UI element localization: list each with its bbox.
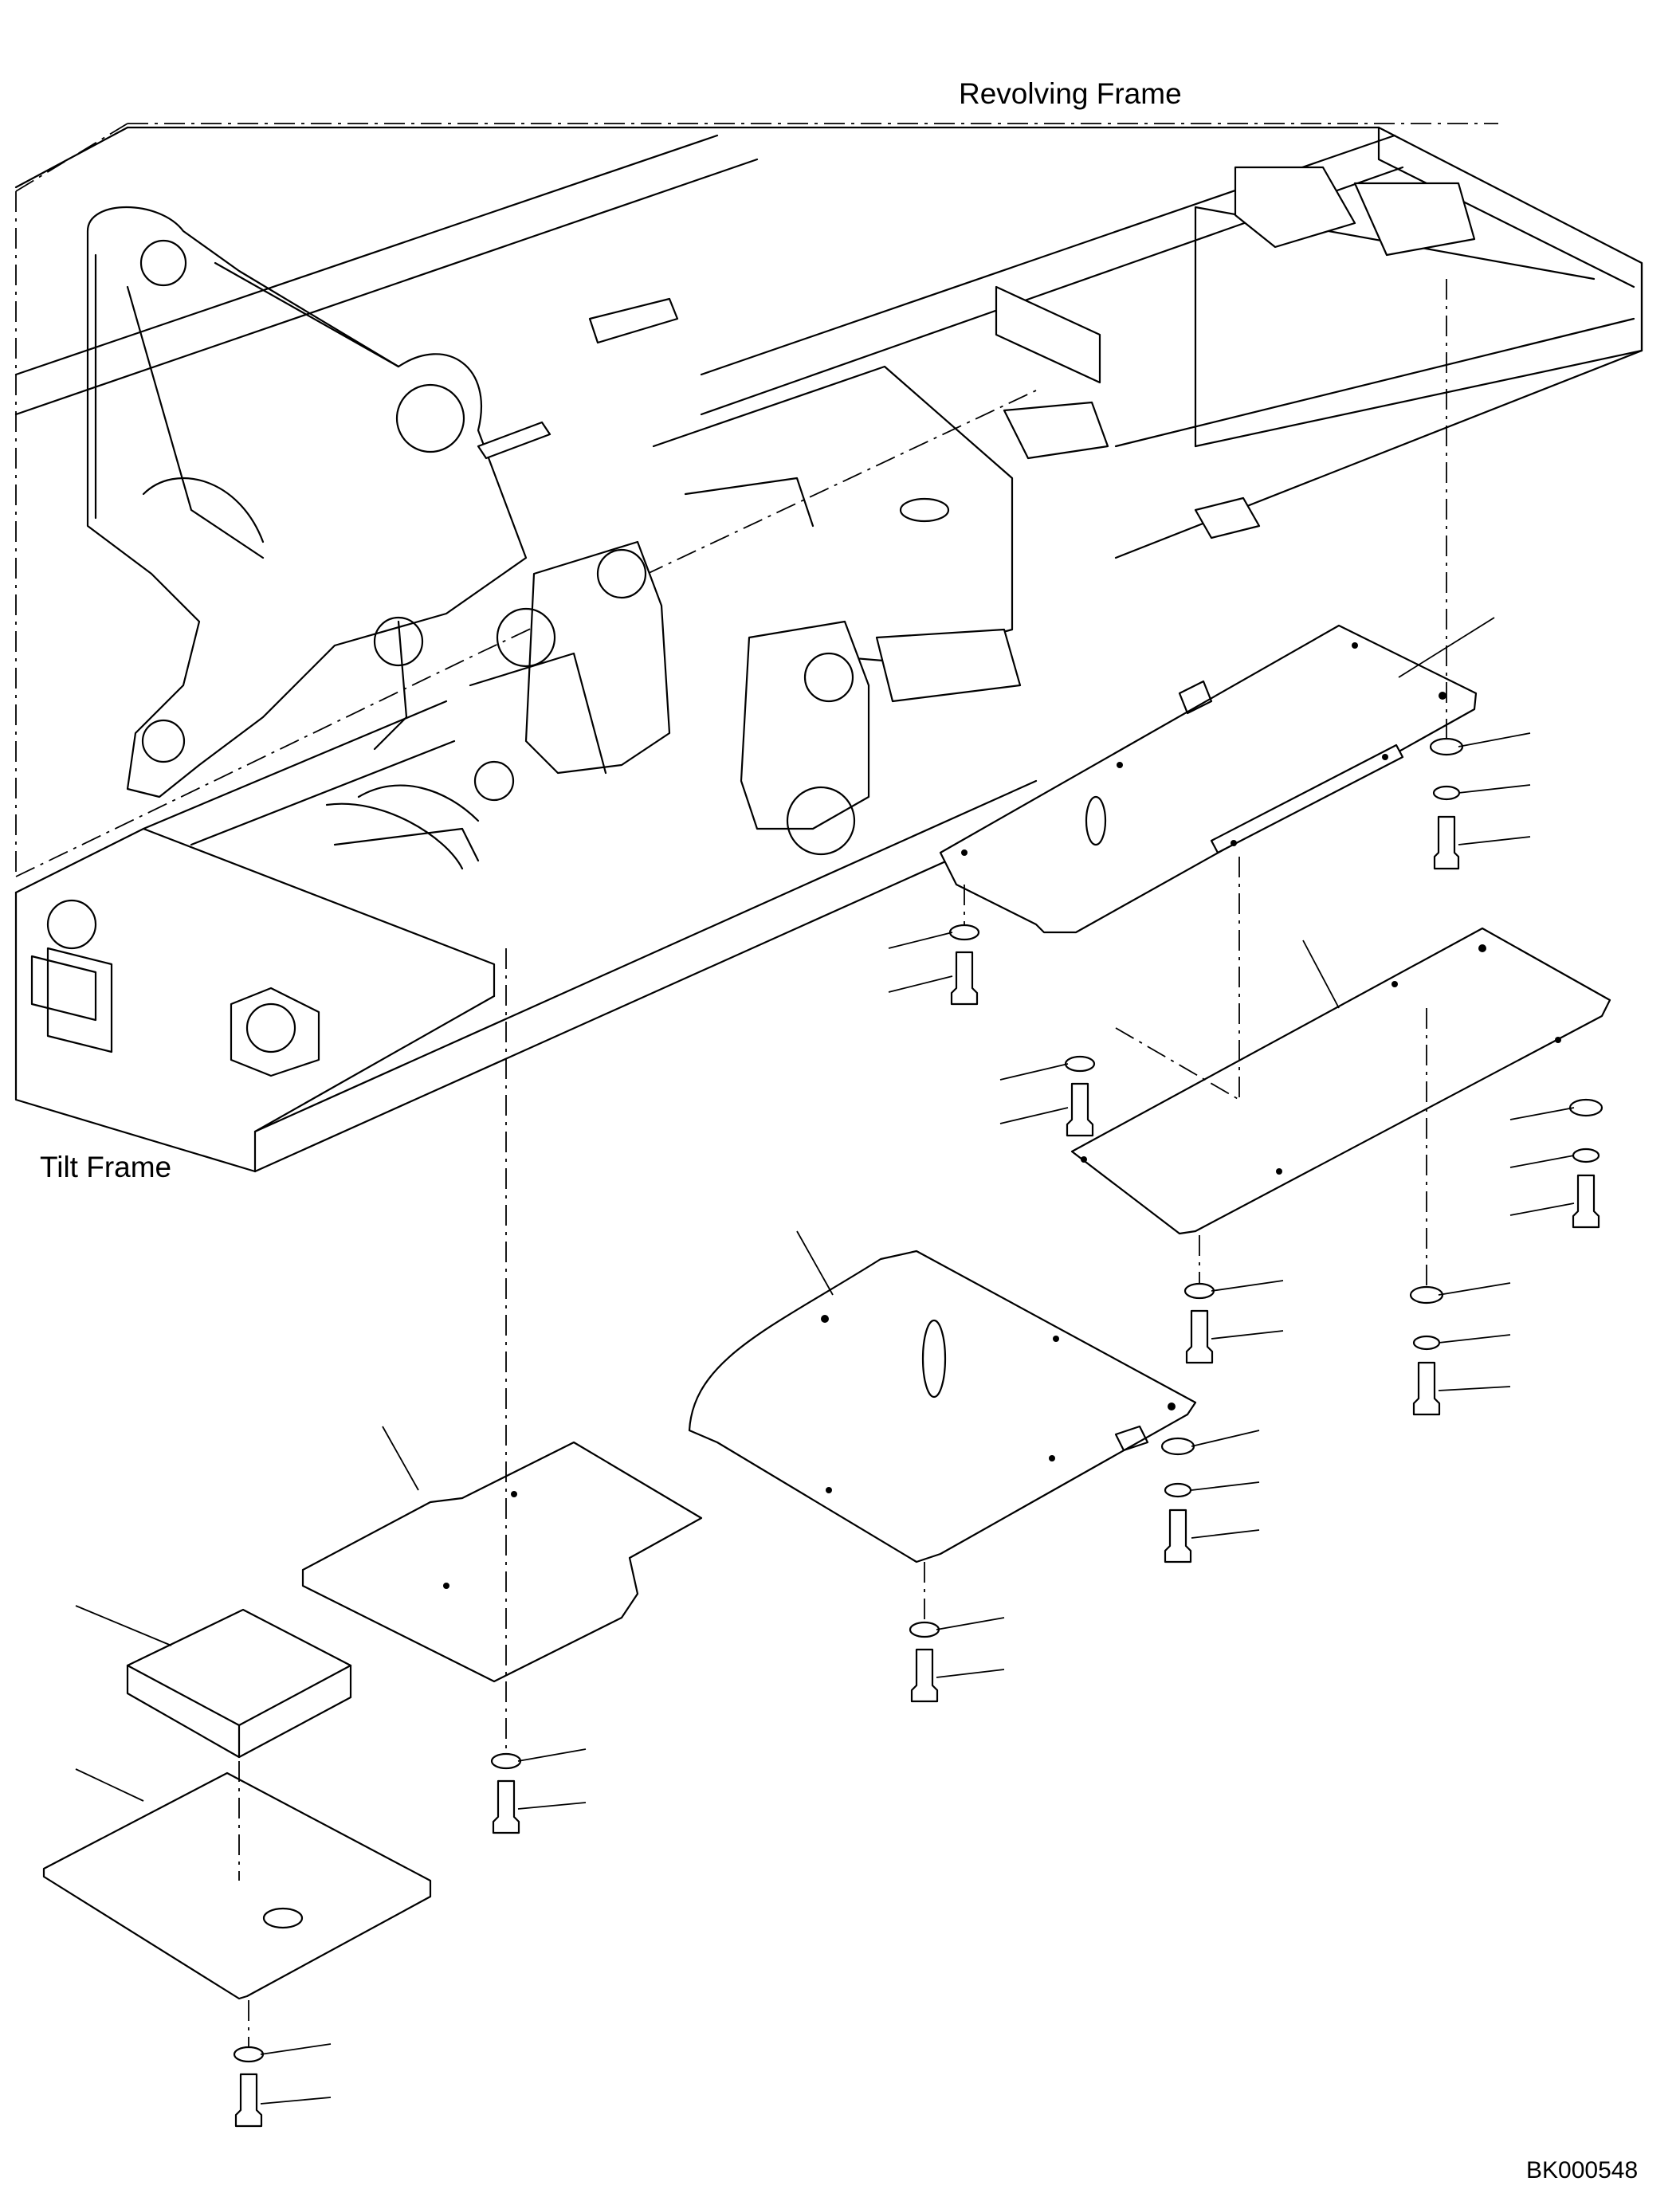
alignment-lines [238, 279, 1447, 2046]
fasteners [233, 737, 1603, 2128]
cover-plate-5 [42, 1771, 432, 2000]
drawing-code-label: BK000548 [1526, 2157, 1639, 2183]
cover-plate-1 [939, 624, 1478, 934]
tilt-frame [14, 700, 1038, 1173]
cover-plate-2 [1070, 927, 1611, 1235]
revolving-frame [14, 123, 1643, 877]
tilt-frame-label: Tilt Frame [40, 1151, 172, 1183]
leader-lines [75, 617, 1575, 2105]
rubber-pad [126, 1608, 352, 1759]
revolving-frame-label: Revolving Frame [959, 77, 1182, 110]
cover-plate-4 [301, 1441, 703, 1683]
cover-plate-3 [688, 1250, 1197, 1563]
